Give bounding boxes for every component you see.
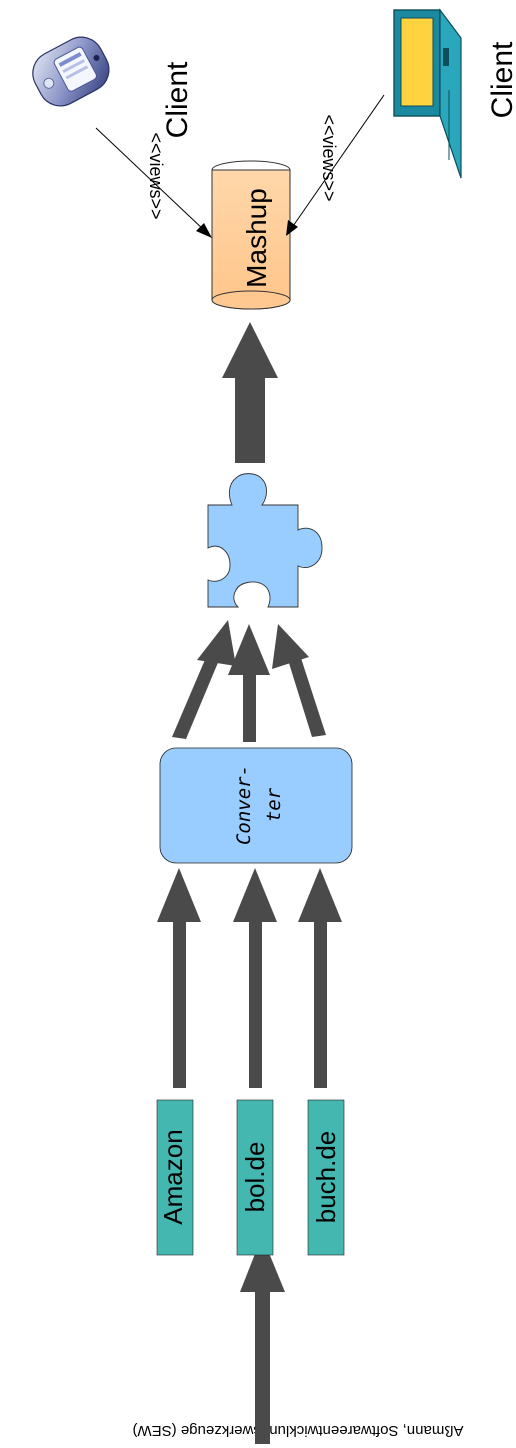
views-line-right bbox=[286, 94, 385, 236]
client-label-laptop: Client bbox=[486, 41, 516, 118]
arrow-converter-to-puzzle-right bbox=[272, 624, 326, 737]
source-label-amazon: Amazon bbox=[158, 1129, 188, 1224]
arrow-converter-to-puzzle-left bbox=[172, 620, 236, 739]
mashup-label: Mashup bbox=[241, 188, 272, 288]
converter-label-line2: ter bbox=[263, 787, 285, 822]
arrow-bol-to-converter bbox=[233, 868, 277, 1088]
arrow-converter-to-puzzle-center bbox=[228, 624, 270, 742]
mashup-cylinder: Mashup bbox=[211, 160, 291, 310]
client-label-phone: Client bbox=[161, 61, 194, 138]
arrow-amazon-to-converter bbox=[157, 868, 201, 1088]
converter-label-line1: Conver- bbox=[233, 765, 255, 845]
views-label-right: <<views>> bbox=[319, 114, 339, 201]
views-label-left: <<views>> bbox=[146, 132, 166, 219]
converter-box: Conver- ter bbox=[159, 747, 353, 864]
integration-puzzle-piece bbox=[207, 473, 323, 608]
source-box-buch: buch.de bbox=[307, 1099, 345, 1256]
arrow-puzzle-to-mashup bbox=[222, 322, 278, 463]
input-arrow bbox=[240, 1236, 285, 1444]
arrow-buch-to-converter bbox=[298, 868, 342, 1088]
views-line-left bbox=[95, 127, 212, 238]
laptop-icon bbox=[393, 8, 462, 179]
mobile-phone-icon bbox=[32, 36, 110, 107]
source-label-bol: bol.de bbox=[240, 1142, 270, 1213]
source-box-amazon: Amazon bbox=[156, 1099, 194, 1256]
source-box-bol: bol.de bbox=[236, 1099, 274, 1256]
source-label-buch: buch.de bbox=[311, 1131, 341, 1224]
footer-author: Aßmann, Softwareentwicklungswerkzeuge (S… bbox=[133, 1422, 464, 1439]
